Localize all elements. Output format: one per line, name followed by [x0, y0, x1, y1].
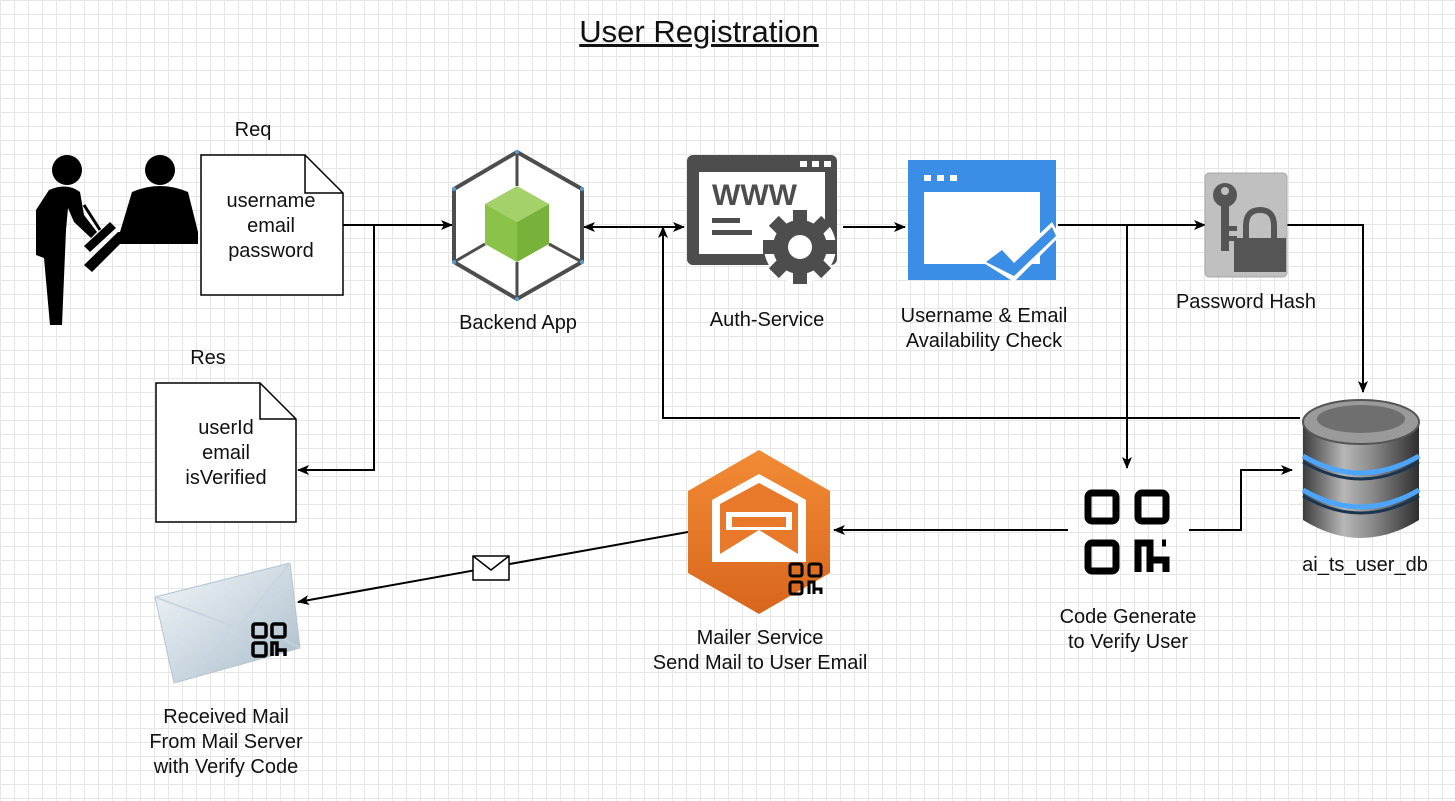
auth-service-label: Auth-Service	[709, 309, 825, 331]
key-lock-icon	[1204, 172, 1288, 278]
browser-checkmark-icon	[908, 160, 1060, 282]
request-label: Req	[234, 119, 272, 141]
edge-hash-to-db	[1287, 224, 1368, 393]
edge-codegen-to-db	[1189, 465, 1293, 531]
availability-line-1: Username & Email	[900, 305, 1068, 327]
request-field-username: username	[226, 190, 316, 212]
received-mail-label: Received Mail From Mail Server with Veri…	[131, 705, 321, 780]
received-mail-line-1: Received Mail	[163, 706, 289, 728]
page-title: User Registration	[579, 14, 819, 49]
backend-app-label: Backend App	[459, 312, 577, 334]
envelope-qr-icon	[154, 562, 301, 684]
code-generate-line-2: to Verify User	[1067, 631, 1189, 653]
response-field-userid: userId	[198, 417, 254, 439]
qr-code-icon	[251, 622, 287, 658]
request-field-email: email	[247, 215, 295, 237]
mailer-service-label: Mailer Service Send Mail to User Email	[640, 626, 880, 676]
connectors	[297, 220, 1368, 605]
mailer-line-2: Send Mail to User Email	[652, 652, 868, 674]
password-hash-label: Password Hash	[1175, 291, 1317, 313]
www-gear-icon: WWW	[687, 155, 837, 284]
received-mail-line-3: with Verify Code	[153, 756, 299, 778]
database-cylinder-icon	[1301, 399, 1421, 538]
response-label: Res	[190, 347, 226, 369]
response-fields: userId email isVerified	[156, 416, 296, 491]
received-mail-line-2: From Mail Server	[149, 731, 303, 753]
response-document	[155, 382, 297, 523]
availability-line-2: Availability Check	[905, 330, 1063, 352]
edge-db-return-to-backend	[658, 226, 1300, 419]
database-label: ai_ts_user_db	[1302, 554, 1428, 576]
response-field-email: email	[202, 442, 250, 464]
code-generate-line-1: Code Generate	[1059, 606, 1197, 628]
www-text: WWW	[712, 179, 798, 212]
orange-mail-hexagon-icon	[688, 450, 830, 614]
green-cube-hexagon-icon	[452, 149, 584, 302]
qr-code-icon	[1084, 489, 1170, 575]
qr-code-icon	[788, 562, 823, 596]
envelope-icon	[472, 555, 510, 581]
mailer-line-1: Mailer Service	[696, 627, 824, 649]
request-fields: username email password	[201, 189, 341, 264]
selection-handles	[452, 150, 584, 301]
request-field-password: password	[228, 240, 314, 262]
code-generate-label: Code Generate to Verify User	[1038, 605, 1218, 655]
response-field-isverified: isVerified	[185, 467, 267, 489]
users-at-desk-icon	[36, 155, 198, 325]
edge-response-to-client	[297, 225, 375, 475]
availability-check-label: Username & Email Availability Check	[884, 304, 1084, 354]
request-document	[200, 154, 344, 296]
